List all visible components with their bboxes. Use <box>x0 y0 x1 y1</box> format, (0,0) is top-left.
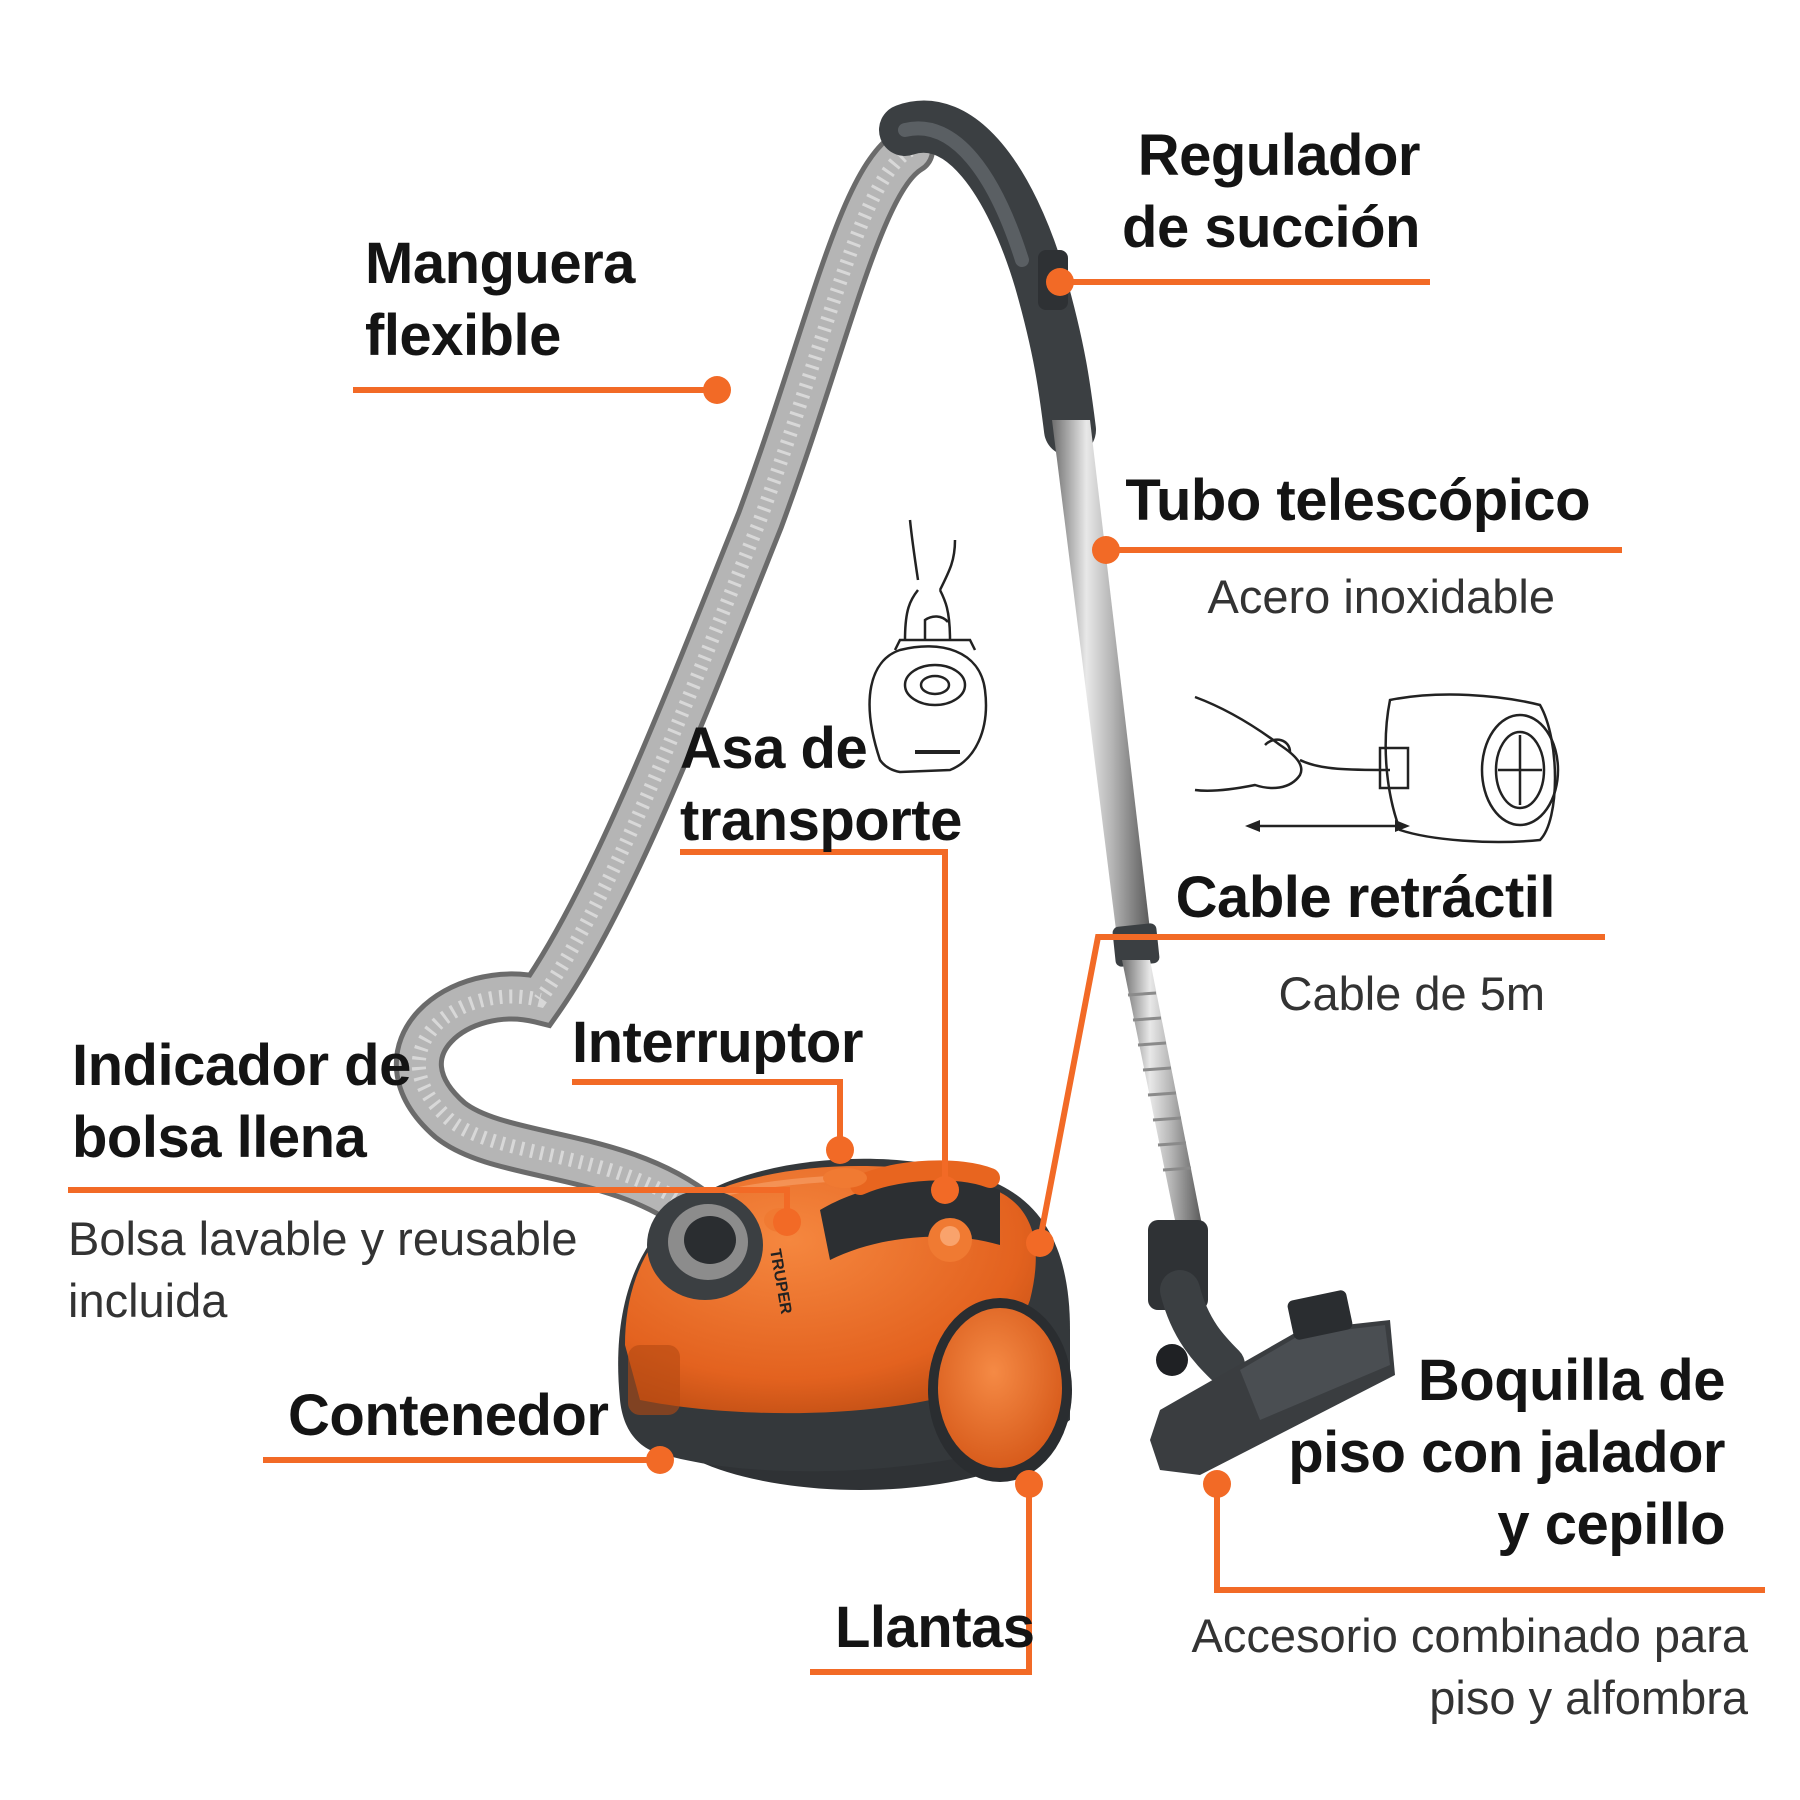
retractable-cable-illustration <box>1194 693 1560 844</box>
label-regulador-line1: Regulador <box>1137 123 1421 188</box>
label-boquilla: Boquilla de piso con jalador y cepillo <box>1288 1345 1725 1561</box>
label-llantas: Llantas <box>835 1595 1035 1660</box>
label-indicador-sub1: Bolsa lavable y reusable <box>68 1212 578 1265</box>
carry-handle-illustration <box>868 519 988 774</box>
floor-nozzle <box>1148 1220 1395 1475</box>
leader-boquilla <box>1214 1484 1765 1593</box>
label-regulador-line2: de succión <box>1122 195 1420 260</box>
label-cable-sub: Cable de 5m <box>1278 967 1546 1020</box>
label-interruptor: Interruptor <box>572 1010 863 1075</box>
label-manguera-line2: flexible <box>365 303 561 368</box>
flexible-hose <box>393 125 935 1240</box>
wheel <box>938 1308 1062 1468</box>
label-manguera: Manguera flexible <box>365 228 635 372</box>
label-indicador-sub2: incluida <box>68 1274 228 1327</box>
label-boquilla-line3: y cepillo <box>1497 1492 1725 1557</box>
label-tubo: Tubo telescópico <box>1125 468 1590 533</box>
label-indicador: Indicador de bolsa llena <box>72 1030 411 1174</box>
label-manguera-line1: Manguera <box>365 231 635 296</box>
label-asa: Asa de transporte <box>680 713 962 857</box>
label-asa-line1: Asa de <box>680 716 868 781</box>
label-boquilla-line1: Boquilla de <box>1417 1348 1726 1413</box>
vacuum-body: TRUPER <box>618 1158 1072 1490</box>
label-tubo-sub: Acero inoxidable <box>1207 570 1556 623</box>
label-contenedor: Contenedor <box>288 1383 609 1448</box>
leader-interruptor <box>572 1079 843 1145</box>
leader-llantas <box>810 1484 1032 1675</box>
label-boquilla-line2: piso con jalador <box>1288 1420 1725 1485</box>
telescopic-tube <box>1052 420 1202 1225</box>
leader-lines <box>68 279 1765 1675</box>
leader-asa <box>680 849 948 1185</box>
label-regulador: Regulador de succión <box>1122 120 1420 264</box>
leader-dots <box>646 268 1231 1498</box>
label-boquilla-sub1: Accesorio combinado para <box>1191 1609 1748 1662</box>
label-boquilla-sub2: piso y alfombra <box>1429 1671 1748 1724</box>
wand-handle <box>879 100 1096 456</box>
label-indicador-sub: Bolsa lavable y reusable incluida <box>68 1208 577 1332</box>
label-cable: Cable retráctil <box>1175 865 1556 930</box>
label-indicador-line2: bolsa llena <box>72 1105 367 1170</box>
label-indicador-line1: Indicador de <box>72 1033 411 1098</box>
label-asa-line2: transporte <box>680 788 962 853</box>
label-boquilla-sub: Accesorio combinado para piso y alfombra <box>1192 1605 1748 1729</box>
leader-cable <box>1037 934 1605 1241</box>
